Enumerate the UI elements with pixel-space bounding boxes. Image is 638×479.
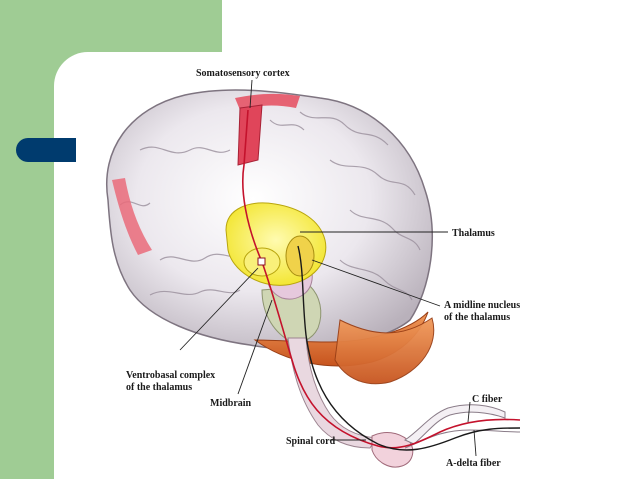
accent-bar xyxy=(16,138,76,162)
leader-lines xyxy=(179,79,477,457)
label-c-fiber: C fiber xyxy=(472,394,503,405)
label-midline-nucleus-line2: of the thalamus xyxy=(444,312,510,323)
label-spinal-cord: Spinal cord xyxy=(286,436,336,447)
synapse-marker xyxy=(257,257,266,266)
label-midline-nucleus-line1: A midline nucleus xyxy=(444,300,520,311)
label-ventrobasal-line1: Ventrobasal complex xyxy=(126,370,215,381)
somatosensory-strip-top xyxy=(235,93,300,110)
label-thalamus: Thalamus xyxy=(452,228,495,239)
somatosensory-strip xyxy=(237,104,263,166)
cerebellum-lobe xyxy=(334,317,435,385)
label-somatosensory-cortex: Somatosensory cortex xyxy=(196,68,290,79)
somatosensory-strip-side xyxy=(112,178,152,255)
label-a-delta-fiber: A-delta fiber xyxy=(446,458,501,469)
dorsal-root xyxy=(403,404,506,445)
label-ventrobasal-line2: of the thalamus xyxy=(126,382,192,393)
neospinothalamic-pathway xyxy=(242,109,521,449)
label-midbrain: Midbrain xyxy=(210,398,252,409)
spinal-cord xyxy=(371,432,414,468)
paleospinothalamic-pathway xyxy=(297,245,521,451)
